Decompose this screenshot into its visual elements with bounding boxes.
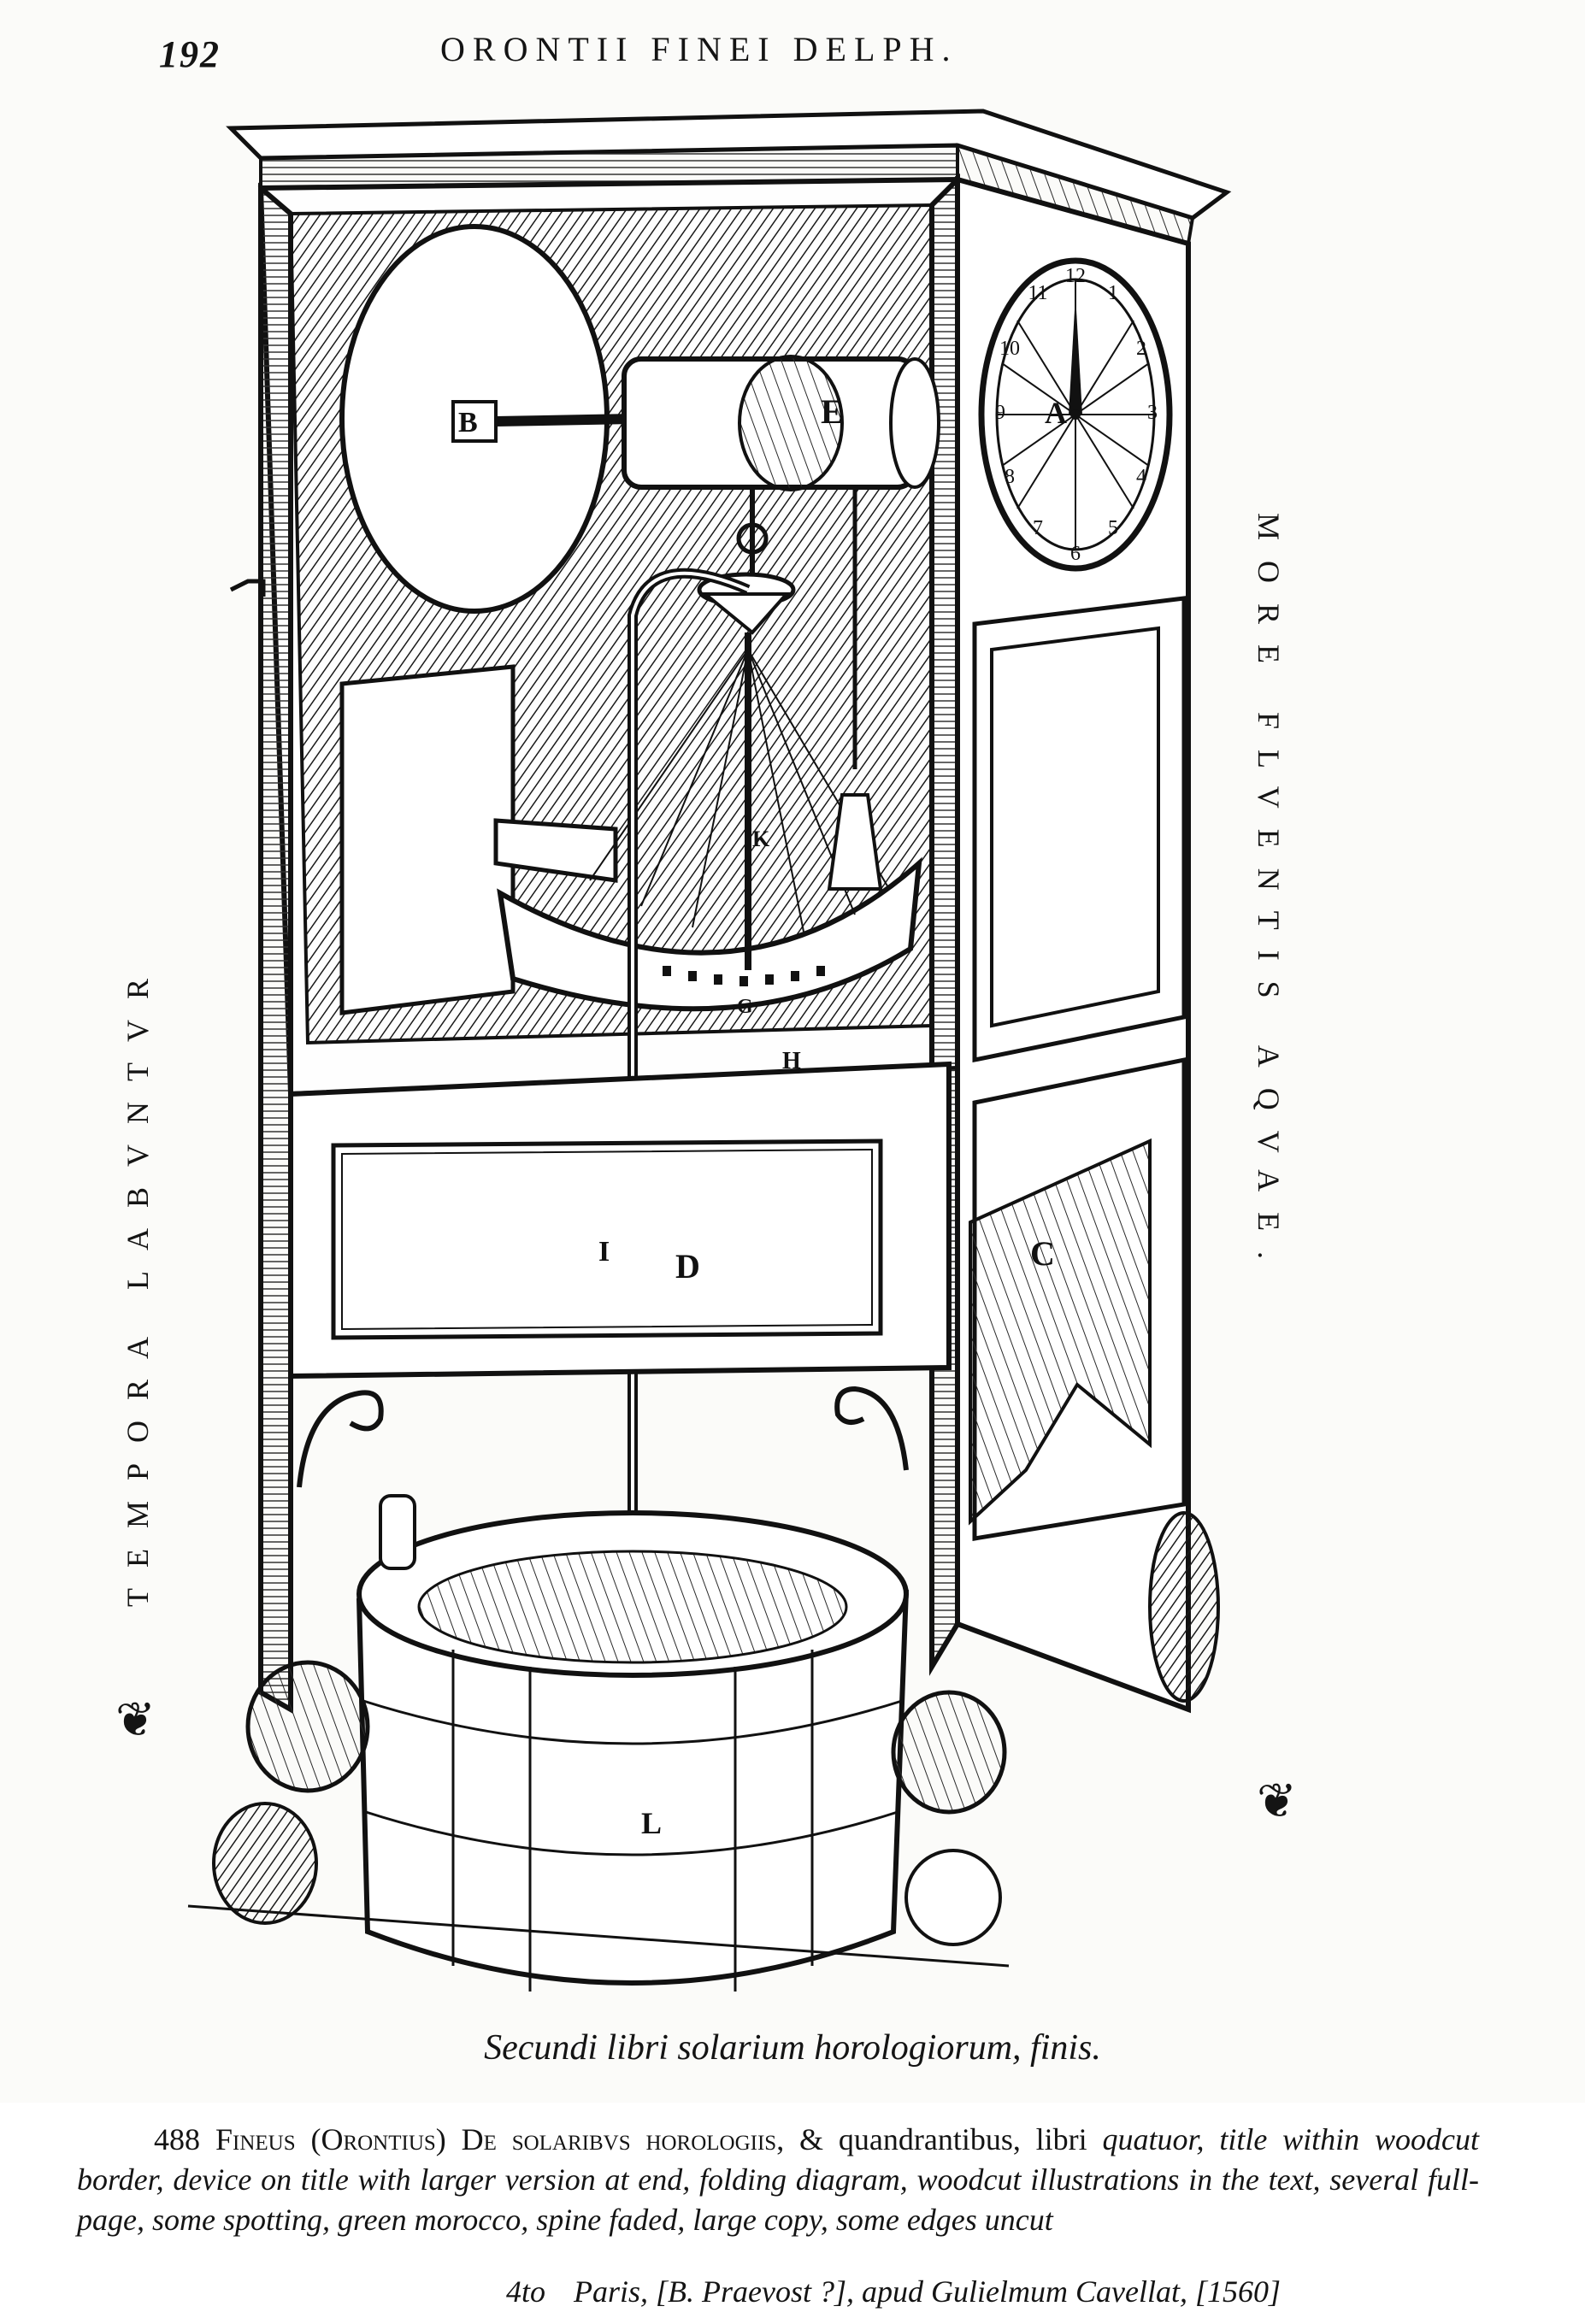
dial-numeral: 10 [999, 338, 1020, 360]
ground-line [187, 1904, 1010, 1968]
book-title: De solaribvs horologiis, [461, 2122, 785, 2156]
running-head: ORONTII FINEI DELPH. [440, 30, 958, 68]
figure-label-d: D [675, 1247, 700, 1286]
figure-label-c: C [1030, 1234, 1055, 1273]
carved-feet [212, 1511, 1220, 1946]
dial-numeral: 4 [1136, 466, 1146, 488]
book-format: 4to [506, 2274, 546, 2309]
book-imprint: Paris, [B. Praevost ?], apud Gulielmum C… [574, 2274, 1281, 2309]
scroll-brackets [297, 1386, 909, 1488]
cistern-d [288, 1061, 952, 1380]
side-panel-upper [972, 596, 1187, 1063]
ship-k [493, 632, 922, 1012]
dial-numeral: 2 [1136, 338, 1146, 360]
imprint-line: 4to Paris, [B. Praevost ?], apud Gulielm… [506, 2274, 1281, 2309]
author-name: Fineus (Orontius) [215, 2122, 446, 2156]
figure-label-k: K [752, 827, 770, 851]
float-chain [697, 487, 796, 635]
dial-numeral: 5 [1108, 517, 1118, 539]
figure-label-i: I [598, 1236, 610, 1268]
figure-label-e: E [821, 392, 844, 431]
page-header: 192 ORONTII FINEI DELPH. [0, 26, 1585, 77]
book-title-rest: & quandrantibus, libri [799, 2122, 1087, 2156]
dial-numeral: 8 [1005, 466, 1015, 488]
figure-label-a: A [1045, 396, 1067, 430]
dial-numeral: 3 [1147, 402, 1158, 424]
hinge [229, 579, 266, 597]
clock-dial-a [978, 257, 1173, 572]
lot-number: 488 [154, 2122, 200, 2156]
dial-numeral: 11 [1028, 282, 1047, 304]
page-number: 192 [159, 33, 221, 75]
dial-numeral: 9 [995, 402, 1005, 424]
cabinet-cornice [226, 109, 1232, 246]
figure-label-l: L [641, 1806, 662, 1840]
side-inscription-right: MORE FLVENTIS AQVAE. [1252, 513, 1286, 1280]
book-description: quatuor, title within woodcut border, de… [77, 2122, 1479, 2237]
fleuron-ornament-right: ❦ [1257, 1775, 1297, 1828]
figure-caption: Secundi libri solarium horologiorum, fin… [484, 2028, 1101, 2068]
entry-text: 488 Fineus (Orontius) De solaribvs horolo… [77, 2120, 1479, 2240]
side-panel-c [969, 1056, 1187, 1541]
dial-numeral: 6 [1070, 543, 1081, 565]
catalogue-entry: 488 Fineus (Orontius) De solaribvs horolo… [0, 2103, 1585, 2324]
dial-numeral: 7 [1033, 517, 1043, 539]
inner-rear-panel [339, 664, 516, 1015]
figure-label-b: B [458, 407, 478, 438]
side-inscription-left: TEMPORA LABVNTVR [121, 957, 155, 1607]
dial-numeral: 1 [1108, 282, 1118, 304]
fleuron-ornament-left: ❦ [115, 1694, 156, 1747]
figure-label-g: G [737, 996, 753, 1018]
dial-numeral: 12 [1065, 265, 1086, 287]
axle-drum-e [622, 355, 940, 491]
drum-wheel-b [339, 224, 633, 614]
water-tub-l [356, 1494, 909, 1992]
figure-label-h: H [782, 1048, 801, 1074]
counterweight [827, 487, 883, 891]
